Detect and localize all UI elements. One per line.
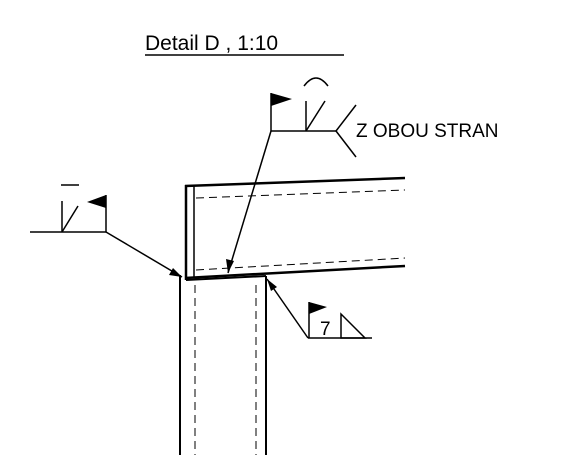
arrow-leader bbox=[227, 130, 272, 274]
beam-bottom-hidden-line bbox=[195, 257, 406, 271]
column bbox=[179, 275, 267, 455]
fillet-weld-triangle-icon bbox=[340, 312, 367, 339]
tail-upper bbox=[335, 104, 357, 132]
weld-symbol-fillet bbox=[266, 278, 372, 339]
arrow-leader bbox=[105, 231, 183, 278]
end-plate bbox=[184, 185, 267, 281]
weld-symbol-top bbox=[226, 77, 357, 274]
both-sides-note: Z OBOU STRAN bbox=[356, 121, 499, 142]
horizontal-beam bbox=[184, 176, 406, 280]
field-weld-flag-icon bbox=[87, 195, 106, 208]
beam-bottom-edge bbox=[184, 264, 406, 280]
beam-top-hidden-line bbox=[195, 189, 406, 199]
weld-symbol-left bbox=[30, 184, 183, 278]
field-weld-flag-icon bbox=[271, 93, 292, 106]
arrow-head-icon bbox=[267, 279, 277, 291]
end-plate-bottom-edge bbox=[185, 275, 267, 281]
beam-top-edge bbox=[184, 176, 406, 188]
fillet-weld-size: 7 bbox=[320, 319, 331, 340]
arrow-head-icon bbox=[226, 259, 234, 273]
field-weld-flag-icon bbox=[309, 302, 327, 314]
tail-lower bbox=[335, 130, 357, 158]
arrow-head-icon bbox=[169, 268, 182, 277]
bevel-weld-slope bbox=[61, 205, 79, 233]
convex-contour-icon bbox=[303, 77, 329, 87]
detail-title: Detail D , 1:10 bbox=[145, 32, 278, 55]
bevel-weld-slope bbox=[305, 100, 326, 132]
